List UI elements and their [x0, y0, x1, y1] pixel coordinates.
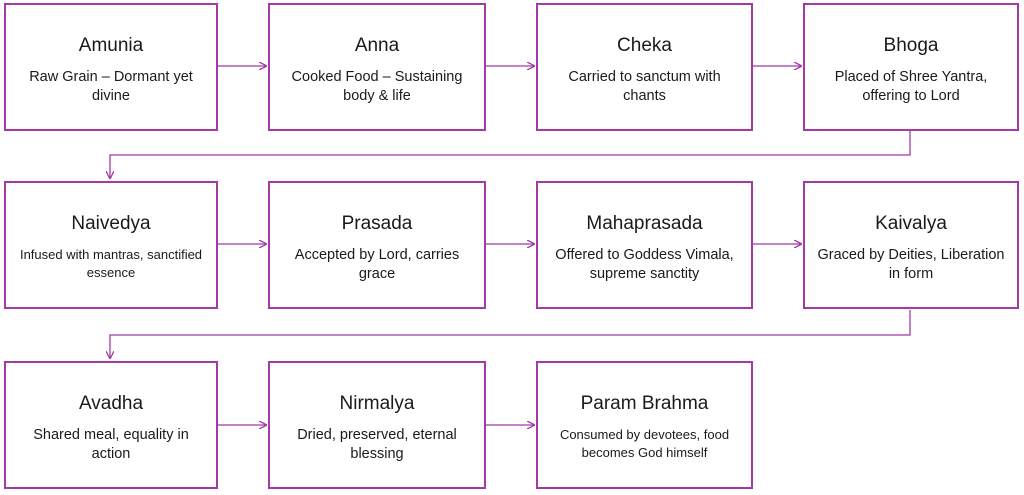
node-nirmalya: Nirmalya Dried, preserved, eternal bless…	[268, 361, 486, 489]
node-description: Placed of Shree Yantra, offering to Lord	[834, 69, 988, 104]
arrow-bhoga-to-naivedya	[110, 131, 911, 178]
node-title: Cheka	[617, 35, 672, 56]
node-description: Consumed by devotees, food becomes God h…	[559, 427, 730, 460]
node-description: Carried to sanctum with chants	[568, 69, 721, 104]
node-description: Infused with mantras, sanctified essence	[19, 247, 203, 280]
node-description: Shared meal, equality in action	[33, 427, 189, 462]
node-title: Amunia	[78, 35, 144, 56]
node-description: Raw Grain – Dormant yet divine	[29, 69, 193, 104]
node-title: Param Brahma	[580, 393, 709, 414]
node-anna: Anna Cooked Food – Sustaining body & lif…	[268, 3, 486, 131]
node-naivedya: Naivedya Infused with mantras, sanctifie…	[4, 181, 218, 309]
node-prasada: Prasada Accepted by Lord, carries grace	[268, 181, 486, 309]
node-title: Nirmalya	[339, 393, 415, 414]
arrow-kaivalya-to-avadha	[110, 310, 911, 358]
node-cheka: Cheka Carried to sanctum with chants	[536, 3, 753, 131]
node-description: Cooked Food – Sustaining body & life	[291, 69, 463, 104]
node-kaivalya: Kaivalya Graced by Deities, Liberation i…	[803, 181, 1019, 309]
node-description: Offered to Goddess Vimala, supreme sanct…	[555, 247, 734, 282]
node-amunia: Amunia Raw Grain – Dormant yet divine	[4, 3, 218, 131]
node-title: Mahaprasada	[586, 213, 703, 234]
node-title: Naivedya	[71, 213, 151, 234]
node-title: Kaivalya	[875, 213, 947, 234]
node-description: Graced by Deities, Liberation in form	[817, 247, 1005, 282]
node-title: Bhoga	[883, 35, 939, 56]
node-mahaprasada: Mahaprasada Offered to Goddess Vimala, s…	[536, 181, 753, 309]
node-bhoga: Bhoga Placed of Shree Yantra, offering t…	[803, 3, 1019, 131]
node-description: Dried, preserved, eternal blessing	[297, 427, 457, 462]
node-title: Avadha	[78, 393, 144, 414]
node-avadha: Avadha Shared meal, equality in action	[4, 361, 218, 489]
node-title: Prasada	[341, 213, 413, 234]
node-title: Anna	[354, 35, 400, 56]
node-param-brahma: Param Brahma Consumed by devotees, food …	[536, 361, 753, 489]
node-description: Accepted by Lord, carries grace	[294, 247, 460, 282]
